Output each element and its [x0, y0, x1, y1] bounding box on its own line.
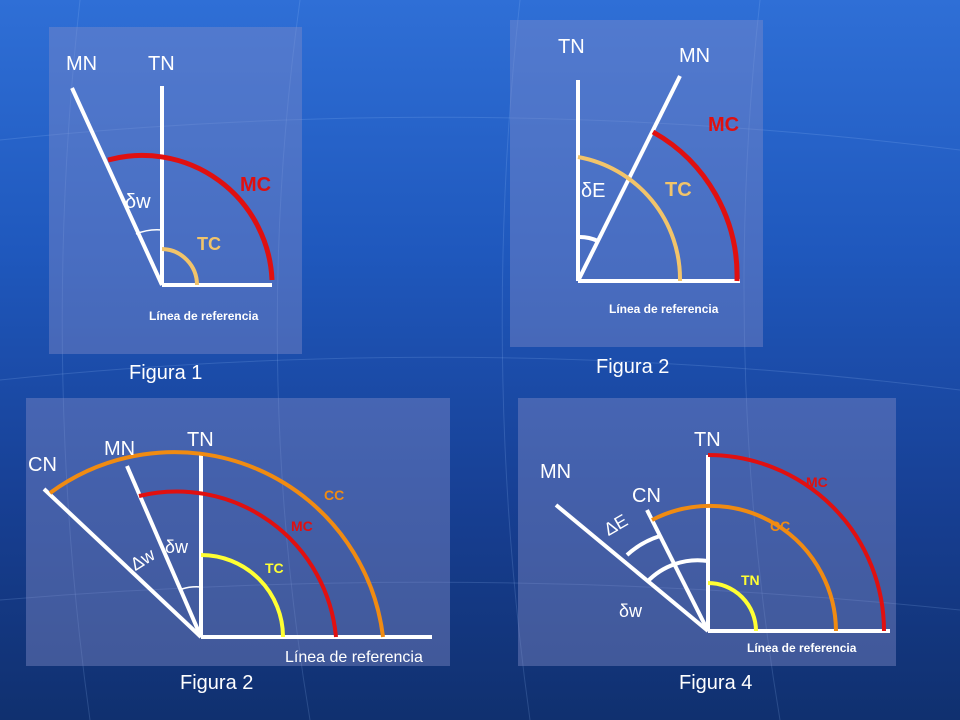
mn-label: MN [540, 461, 571, 483]
angle-label: δw [619, 601, 643, 621]
tn-arc-label: TN [741, 572, 760, 588]
angle-mark [135, 229, 163, 235]
delta-e-label: ΔE [600, 510, 631, 539]
figure-1-caption: Figura 1 [129, 362, 203, 384]
mc-arc [707, 453, 886, 632]
delta-w-mark [645, 558, 709, 584]
angle-label: δE [581, 180, 605, 202]
tn-arc [707, 581, 758, 632]
tc-label: TC [665, 179, 692, 201]
tn-label: TN [694, 429, 721, 451]
tn-label: TN [558, 36, 585, 58]
mn-label: MN [679, 45, 710, 67]
angle-mark [577, 234, 599, 243]
tc-arc [161, 247, 199, 286]
cc-arc [651, 503, 838, 632]
cc-label: CC [770, 518, 790, 534]
figure-2: TN MN MC TC δE Línea de referencia [558, 36, 740, 316]
angle-mark [181, 586, 202, 590]
tc-label: TC [265, 560, 284, 576]
cn-label: CN [28, 454, 57, 476]
angle-label: δw [125, 191, 151, 213]
figure-3: CN MN TN CC MC TC Δw δw Línea de referen… [28, 429, 432, 666]
reference-label: Línea de referencia [609, 302, 719, 316]
figure-1: MN TN MC TC δw Línea de referencia [66, 53, 275, 323]
reference-label: Línea de referencia [747, 641, 857, 655]
tn-label: TN [187, 429, 214, 451]
mc-arc [107, 152, 275, 281]
mc-arc [651, 129, 740, 282]
delta-e-mark [625, 534, 661, 557]
angle-label: δw [165, 537, 189, 557]
figure-3-caption: Figura 2 [180, 672, 254, 694]
mc-label: MC [240, 174, 271, 196]
figure-4: TN MN MC CN ΔE CC TN δw Línea de referen… [540, 429, 890, 655]
cn-line [645, 509, 710, 632]
tc-arc [577, 155, 683, 282]
cc-label: CC [324, 487, 344, 503]
mn-line [70, 87, 164, 286]
figure-1-panel [49, 27, 302, 354]
cn-label: CN [632, 485, 661, 507]
mc-arc [138, 489, 338, 638]
cn-line [42, 487, 203, 639]
figure-4-caption: Figura 4 [679, 672, 753, 694]
mn-label: MN [66, 53, 97, 75]
mc-label: MC [708, 114, 739, 136]
mn-line [554, 503, 710, 633]
tn-label: TN [148, 53, 175, 75]
tc-label: TC [197, 234, 221, 254]
cc-arc [48, 450, 385, 638]
reference-label: Línea de referencia [285, 649, 423, 666]
mc-label: MC [806, 474, 828, 490]
reference-label: Línea de referencia [149, 309, 259, 323]
tc-arc [200, 553, 285, 638]
mc-label: MC [291, 518, 313, 534]
figure-2-caption: Figura 2 [596, 356, 670, 378]
mn-label: MN [104, 438, 135, 460]
